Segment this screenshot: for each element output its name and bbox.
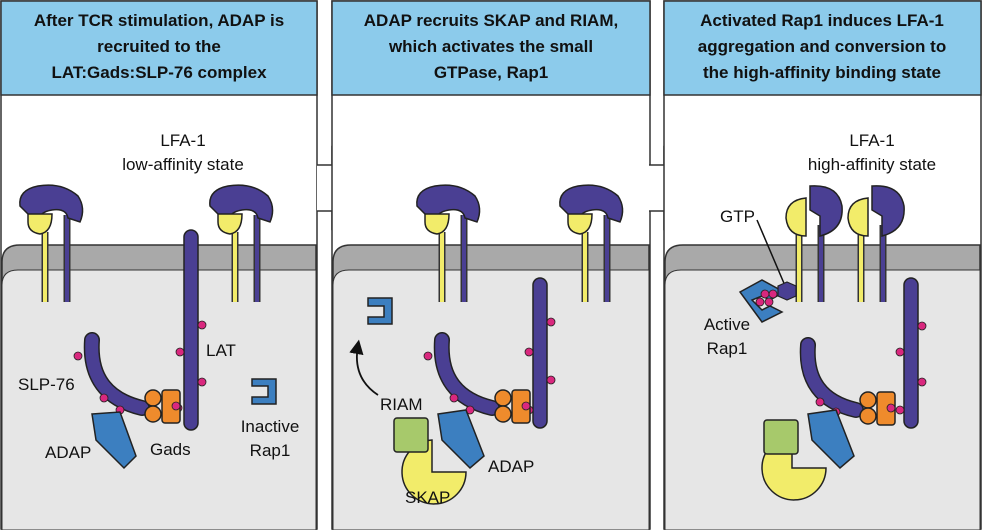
skap-label: SKAP: [405, 488, 450, 507]
gads-label: Gads: [150, 440, 191, 459]
inactive-rap1-label-line-1: Inactive: [241, 417, 300, 436]
panel-3-lfa1-label-line-1: LFA-1: [849, 131, 894, 150]
adap-protein-2: [437, 409, 485, 470]
gads-protein: [144, 389, 181, 424]
lfa1-low-affinity-left: [19, 184, 84, 302]
panel-2: ADAP recruits SKAP and RIAM, which activ…: [331, 0, 651, 530]
curved-arrow-icon: [349, 339, 379, 396]
lfa1-low-affinity-right-2: [559, 184, 624, 302]
active-rap1-label-line-1: Active: [704, 315, 750, 334]
panel-1-header-line-2: recruited to the: [97, 37, 221, 56]
adap-protein: [91, 411, 137, 470]
panel-1-header-bg: [0, 0, 318, 96]
panel-3-header-line-2: aggregation and conversion to: [698, 37, 946, 56]
panel-2-header-line-3: GTPase, Rap1: [434, 63, 548, 82]
panel-2-header-line-1: ADAP recruits SKAP and RIAM,: [364, 11, 618, 30]
adap-protein-3: [807, 409, 855, 470]
panel-3-header-line-3: the high-affinity binding state: [703, 63, 941, 82]
rap1-protein-2: [367, 297, 393, 325]
riam-label: RIAM: [380, 395, 423, 414]
adap-label-2: ADAP: [488, 457, 534, 476]
slp76-protein-2: [423, 332, 500, 416]
panel-1-header-line-1: After TCR stimulation, ADAP is: [34, 11, 284, 30]
riam-protein: [393, 417, 429, 453]
panel-1: After TCR stimulation, ADAP is recruited…: [0, 0, 318, 530]
active-rap1-protein: [738, 279, 797, 323]
active-rap1-label-line-2: Rap1: [707, 339, 748, 358]
lfa1-high-affinity-left: [785, 185, 843, 302]
gtp-label: GTP: [720, 207, 755, 226]
lat-protein-3: [895, 277, 927, 429]
gads-protein-3: [859, 391, 896, 426]
adap-label: ADAP: [45, 443, 91, 462]
panel-3: Activated Rap1 induces LFA-1 aggregation…: [663, 0, 982, 530]
panel-1-lfa1-label-line-2: low-affinity state: [122, 155, 244, 174]
slp76-label: SLP-76: [18, 375, 75, 394]
panel-2-header-bg: [331, 0, 651, 96]
inactive-rap1-protein: [251, 378, 277, 405]
panel-1-header-line-3: LAT:Gads:SLP-76 complex: [51, 63, 267, 82]
inactive-rap1-label-line-2: Rap1: [250, 441, 291, 460]
panel-3-header-line-1: Activated Rap1 induces LFA-1: [700, 11, 944, 30]
gtp-pointer-line: [756, 219, 787, 289]
lfa1-low-affinity-right: [209, 184, 274, 302]
panel-1-lfa1-label-line-1: LFA-1: [160, 131, 205, 150]
panel-2-header-line-2: which activates the small: [388, 37, 593, 56]
riam-protein-3: [763, 419, 799, 455]
lfa1-low-affinity-left-2: [416, 184, 481, 302]
slp76-protein: [73, 332, 150, 416]
panel-3-header-bg: [663, 0, 982, 96]
panel-3-lfa1-label-line-2: high-affinity state: [808, 155, 936, 174]
lfa1-high-affinity-right: [847, 185, 905, 302]
gads-protein-2: [494, 389, 531, 424]
lat-label: LAT: [206, 341, 236, 360]
slp76-protein-3: [799, 337, 864, 418]
